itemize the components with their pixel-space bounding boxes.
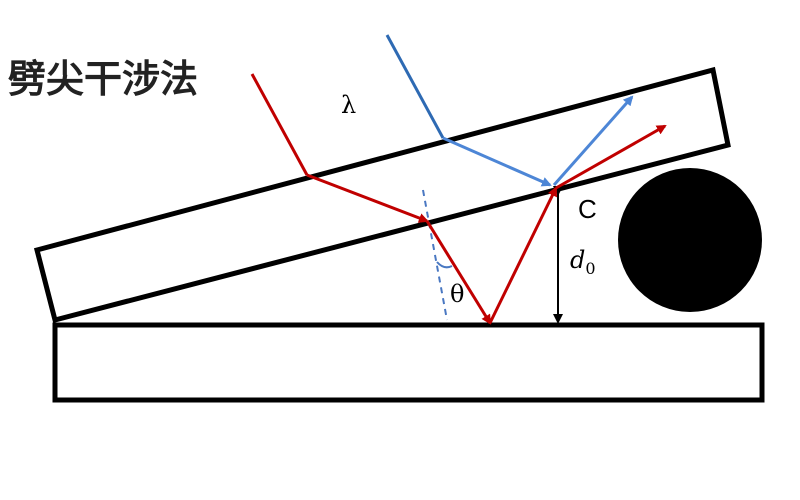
red-incident-ray bbox=[250, 73, 309, 176]
wavelength-label: λ bbox=[341, 91, 356, 119]
red-refracted-ray bbox=[306, 173, 429, 223]
red-ray-in-air-gap bbox=[425, 220, 492, 325]
blue-refracted-ray bbox=[442, 136, 552, 187]
angle-label: θ bbox=[450, 280, 464, 308]
red-exit-ray bbox=[555, 124, 667, 190]
bottom-glass-plate bbox=[52, 322, 765, 403]
blue-incident-ray bbox=[385, 34, 445, 139]
blue-reflected-ray bbox=[552, 95, 634, 186]
diagram-title: 劈尖干涉法 bbox=[8, 57, 198, 101]
spacer-ball bbox=[618, 168, 762, 312]
normal-line bbox=[422, 189, 448, 321]
thickness-base: d bbox=[570, 246, 585, 274]
red-reflected-ray bbox=[488, 186, 558, 324]
thickness-label: d0 bbox=[570, 246, 596, 278]
point-c-label: C bbox=[578, 194, 597, 224]
top-glass-plate bbox=[33, 66, 731, 324]
angle-arc bbox=[436, 261, 453, 269]
thickness-subscript: 0 bbox=[585, 259, 595, 278]
